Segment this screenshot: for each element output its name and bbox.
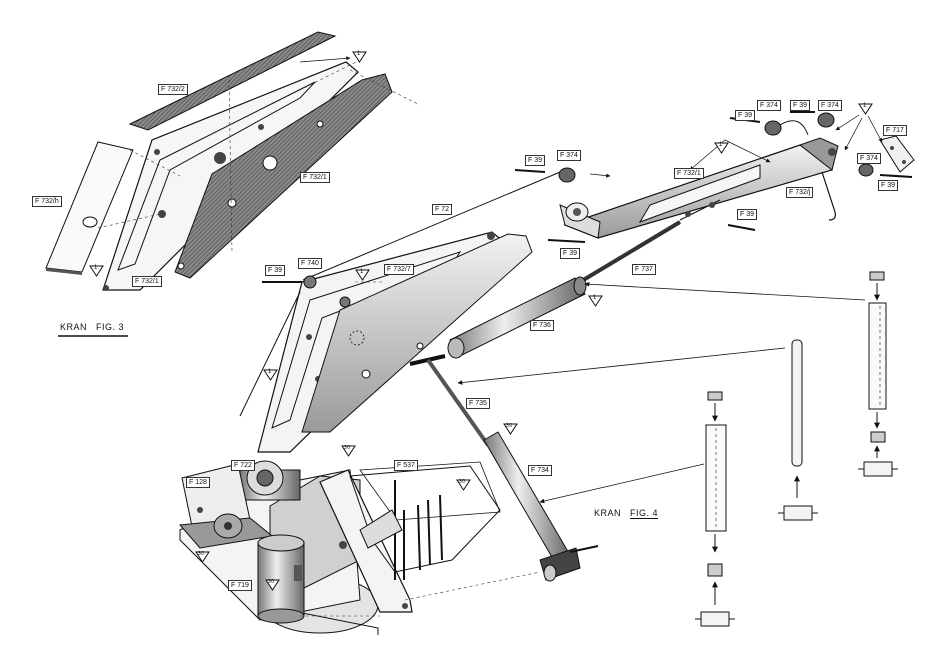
part-label: F 740 (298, 258, 322, 269)
marker-1: 1 (268, 369, 272, 375)
caption-fig: FIG. 3 (96, 322, 124, 332)
fig3-group (46, 32, 420, 291)
marker-30: 30 (459, 479, 466, 485)
fig3-caption: KRAN FIG. 3 (60, 322, 124, 332)
rod-middle (792, 340, 802, 466)
part-label: F 39 (560, 248, 580, 259)
part-label: F 537 (394, 460, 418, 471)
marker-1: 1 (719, 142, 723, 148)
part-label: F 39 (737, 209, 757, 220)
marker-1: 1 (357, 51, 361, 57)
fig4-group (458, 272, 898, 626)
caption-kran: KRAN (60, 322, 87, 332)
part-label: F 732/1 (674, 168, 704, 179)
base-group (180, 461, 540, 635)
part-label: F 374 (757, 100, 781, 111)
marker-1: 1 (593, 295, 597, 301)
marker-1: 1 (863, 103, 867, 109)
part-label: F 72 (432, 204, 452, 215)
part-label: F 39 (735, 110, 755, 121)
caption-kran: KRAN (594, 508, 621, 518)
part-label: F 732/7 (384, 264, 414, 275)
part-label: F 719 (228, 580, 252, 591)
part-label: F 717 (883, 125, 907, 136)
part-label: F 128 (186, 477, 210, 488)
jib-group (515, 112, 914, 242)
fig4-caption: KRAN FIG. 4 (594, 508, 658, 518)
marker-30: 30 (506, 423, 513, 429)
part-label: F 732/1 (132, 276, 162, 287)
part-label: F 732/1 (300, 172, 330, 183)
marker-30: 30 (198, 551, 205, 557)
part-label: F 39 (525, 155, 545, 166)
tube-right (869, 303, 886, 409)
part-label: F 374 (857, 153, 881, 164)
part-label: F 737 (632, 264, 656, 275)
part-label: F 39 (265, 265, 285, 276)
part-label: F 735 (466, 398, 490, 409)
part-label: F 732/2 (158, 84, 188, 95)
part-label: F 722 (231, 460, 255, 471)
part-label: F 732/h (32, 196, 62, 207)
marker-1: 1 (360, 269, 364, 275)
part-label: F 374 (557, 150, 581, 161)
part-label: F 732/j (786, 187, 813, 198)
caption-fig: FIG. 4 (630, 508, 658, 519)
part-label: F 736 (530, 320, 554, 331)
part-label: F 374 (818, 100, 842, 111)
marker-30: 30 (344, 445, 351, 451)
part-label: F 39 (878, 180, 898, 191)
marker-1: 1 (94, 265, 98, 271)
marker-30: 30 (268, 579, 275, 585)
part-label: F 39 (790, 100, 810, 111)
part-label: F 734 (528, 465, 552, 476)
